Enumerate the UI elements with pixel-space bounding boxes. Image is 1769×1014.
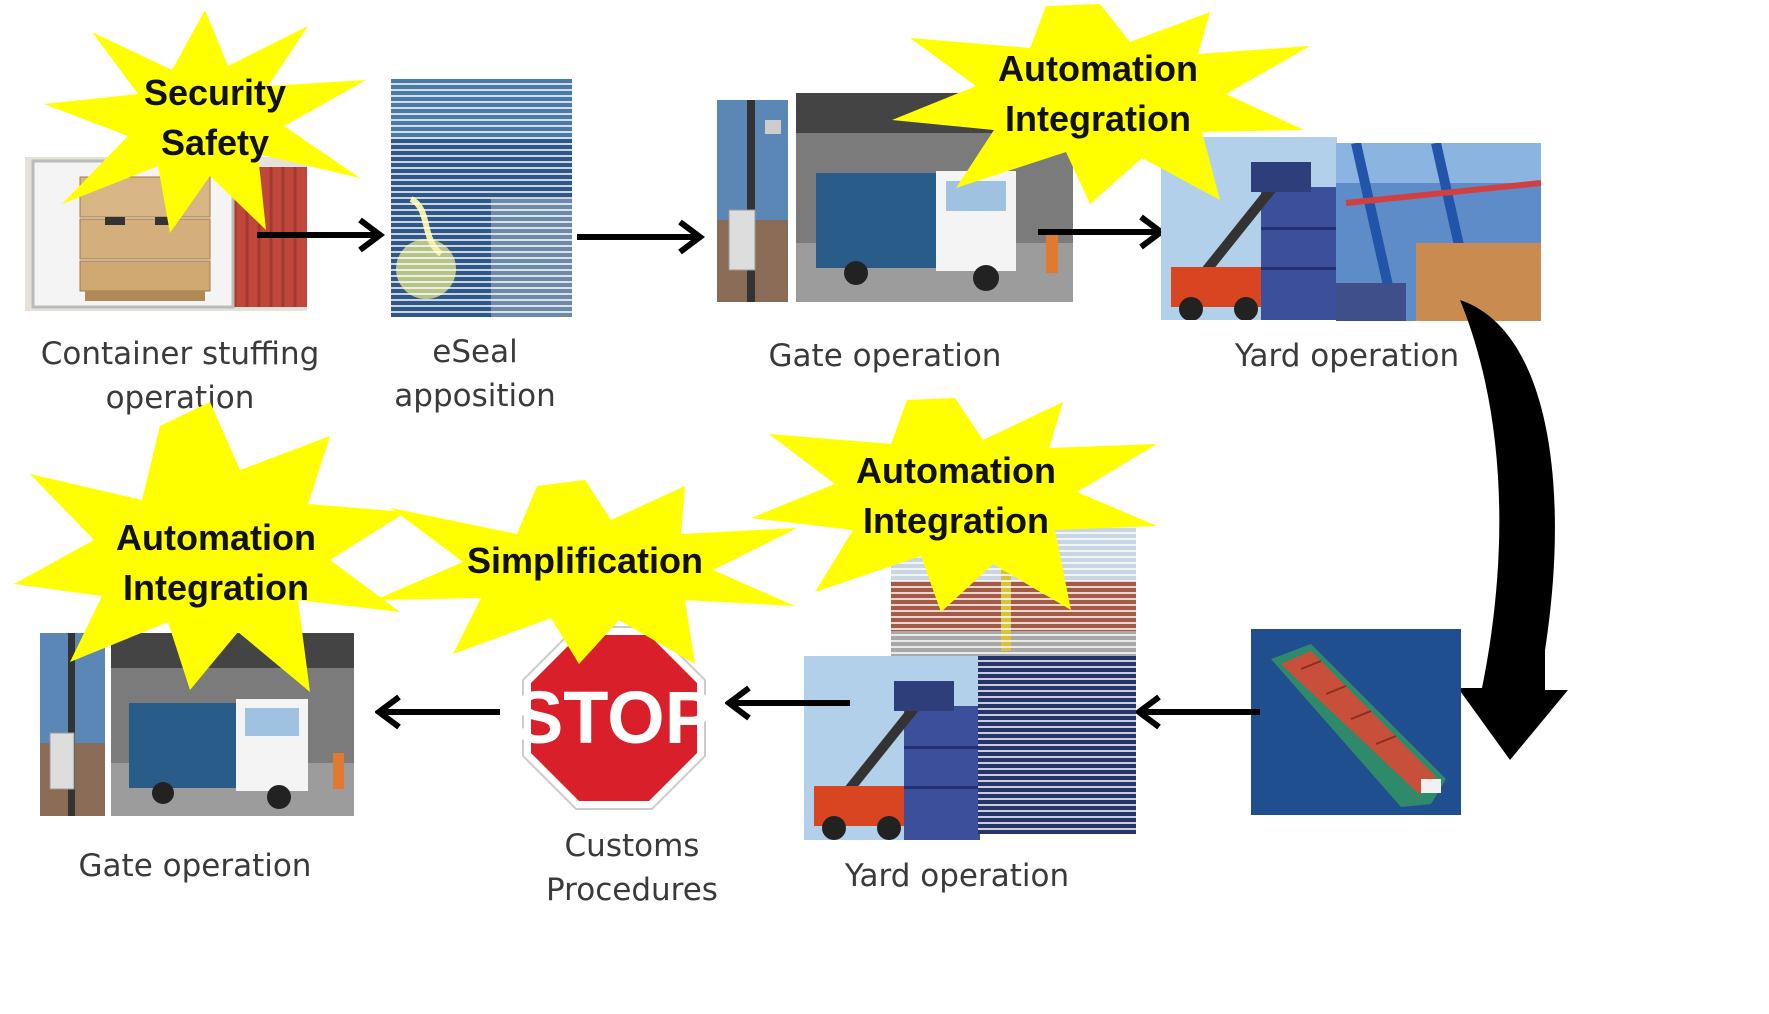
container-ship-photo [1251, 629, 1461, 815]
eseal-photo [391, 79, 572, 317]
automation-burst-bottom-left [14, 402, 406, 692]
simplification-burst-label: Simplification [466, 540, 704, 581]
arrow-right-3 [1038, 214, 1166, 250]
gate-pole-photo-bottom [40, 633, 105, 816]
automation-burst-bottom-right [751, 398, 1157, 612]
security-burst [44, 10, 366, 233]
gate-pole-icon [40, 633, 105, 816]
automation-burst-bottom-left-label: Automation Integration [116, 517, 316, 608]
gate-truck-photo-bottom [111, 633, 354, 816]
security-burst-label: Security Safety [143, 72, 287, 163]
yard-reach-stacker-photo-bottom [804, 656, 980, 840]
curved-arrow-down [1458, 300, 1568, 760]
truck-icon [111, 633, 354, 816]
yard-caption-bottom: Yard operation [844, 858, 1070, 894]
ship-icon [1251, 629, 1461, 815]
yard-caption-top: Yard operation [1234, 338, 1460, 374]
gate-pole-photo [717, 100, 788, 302]
simplification-burst [375, 480, 797, 664]
eseal-caption: eSeal apposition [394, 334, 556, 414]
automation-burst-bottom-right-label: Automation Integration [856, 450, 1056, 541]
arrow-left-2 [725, 685, 850, 721]
stop-sign-text: STOP [521, 676, 707, 759]
yard-crane-photo [1336, 143, 1541, 321]
automation-burst-top [892, 4, 1310, 204]
automation-burst-top-label: Automation Integration [998, 48, 1198, 139]
gate-pole-icon [717, 100, 788, 302]
yard-striped-photo [978, 656, 1136, 834]
arrow-right-1 [257, 217, 385, 253]
crane-icon [1336, 143, 1541, 321]
stop-sign-icon: STOP [521, 626, 707, 810]
customs-caption: Customs Procedures [546, 828, 718, 908]
arrow-left-1 [1135, 694, 1260, 730]
arrow-right-2 [577, 219, 705, 255]
reach-stacker-icon [804, 656, 980, 840]
container-stuffing-caption: Container stuffing operation [40, 336, 320, 416]
gate-caption-bottom: Gate operation [78, 848, 312, 884]
arrow-left-3 [375, 694, 500, 730]
gate-caption-top: Gate operation [768, 338, 1002, 374]
